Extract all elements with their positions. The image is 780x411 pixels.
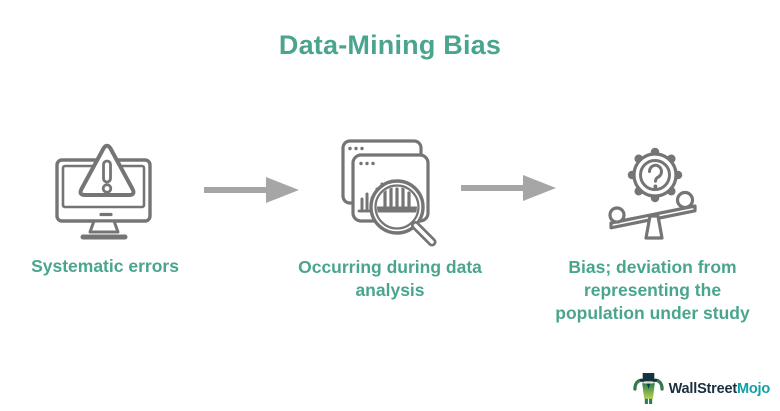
data-analysis-icon bbox=[288, 133, 492, 248]
right-arrow-icon bbox=[204, 177, 299, 203]
right-arrow-icon bbox=[461, 175, 556, 201]
step-bias-deviation: Bias; deviation from representing the po… bbox=[540, 144, 765, 324]
brand-logo: WallStreetMojo bbox=[632, 372, 771, 406]
brand-name-primary: WallStreet bbox=[668, 381, 738, 397]
bias-balance-icon bbox=[540, 144, 765, 244]
step-systematic-errors: Systematic errors bbox=[15, 140, 195, 278]
step-label: Systematic errors bbox=[31, 256, 179, 276]
brand-name: WallStreetMojo bbox=[668, 381, 771, 397]
monitor-warning-icon bbox=[15, 140, 195, 242]
page-title: Data-Mining Bias bbox=[278, 30, 502, 60]
step-data-analysis: Occurring during data analysis bbox=[288, 133, 492, 302]
step-label: Bias; deviation from representing the po… bbox=[555, 257, 750, 323]
wallstreetmojo-mascot-icon bbox=[632, 372, 664, 406]
step-label: Occurring during data analysis bbox=[298, 257, 482, 300]
brand-name-secondary: Mojo bbox=[736, 381, 770, 397]
